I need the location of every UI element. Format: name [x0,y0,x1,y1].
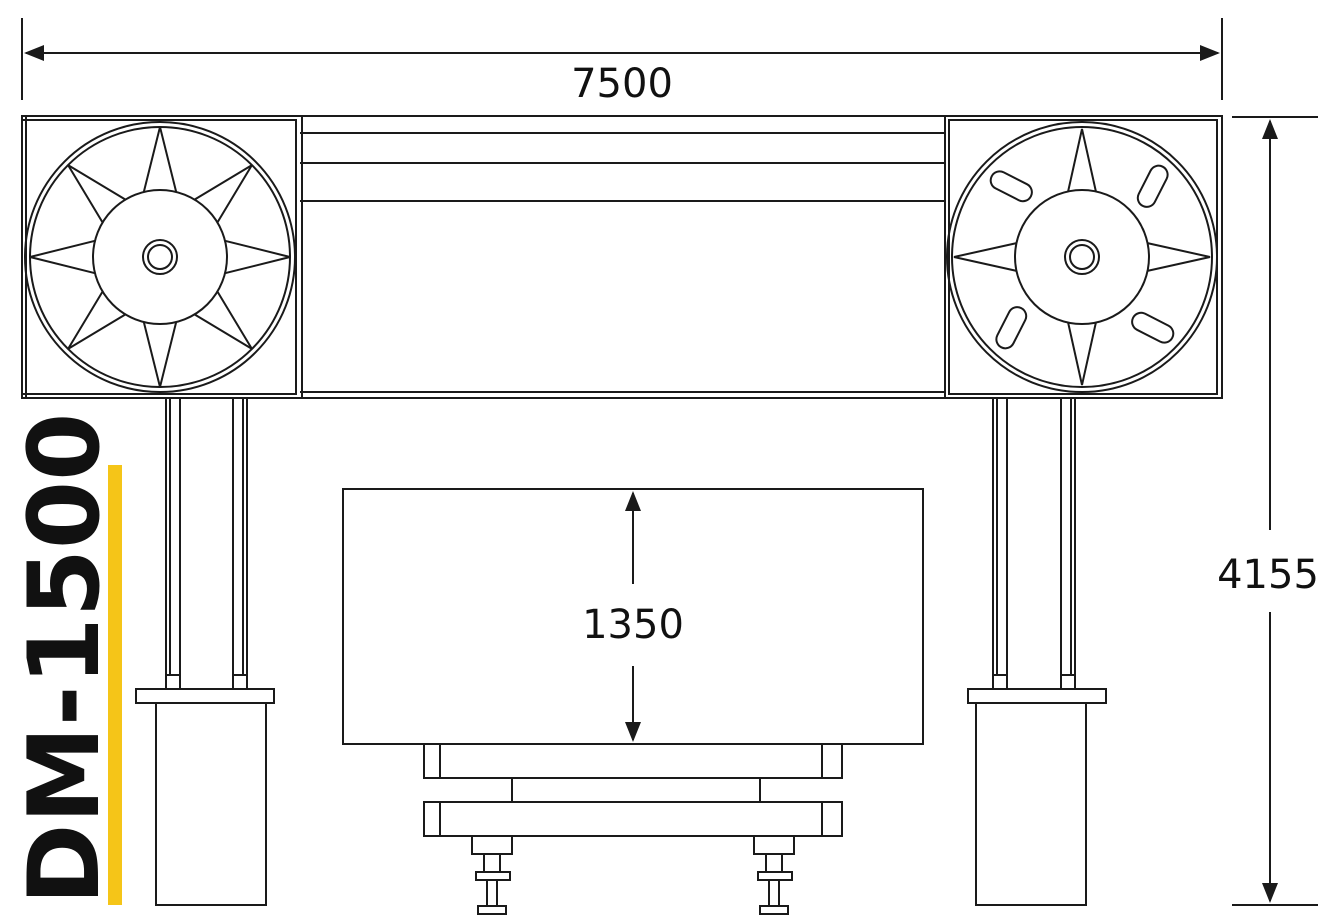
fan-slot [1136,164,1169,208]
right-motor-base [967,688,1107,906]
lower-stage [423,743,843,837]
fan-blade [953,242,1017,272]
fan-blade [193,290,253,350]
fan-blade [67,290,127,350]
fan-blade [67,164,127,224]
fan-slot [995,306,1028,350]
fan-blade [142,321,178,388]
left-fan-housing [21,115,303,399]
right-fan-housing [944,115,1223,399]
inner-height-label: 1350 [582,602,684,648]
fan-blade [193,164,253,224]
accent-bar [108,465,122,905]
width-label: 7500 [571,61,673,107]
fan-blade [1067,128,1097,192]
fan-blade [224,239,291,275]
height-dimension [1232,116,1318,906]
height-label: 4155 [1217,552,1319,598]
left-foot [471,835,513,915]
fan-slot [1131,311,1175,344]
width-dimension [21,18,1223,100]
model-label: DM-1500 [8,413,122,905]
right-foot [753,835,795,915]
left-motor-base [135,688,275,906]
right-fan [946,121,1218,393]
fan-slot [989,170,1033,203]
left-fan [24,121,296,393]
fan-blade [1067,322,1097,386]
fan-blade [142,126,178,193]
right-legs [992,397,1076,690]
top-frame [21,115,1223,399]
fan-blade [29,239,96,275]
fan-blade [1147,242,1211,272]
left-legs [165,397,248,690]
